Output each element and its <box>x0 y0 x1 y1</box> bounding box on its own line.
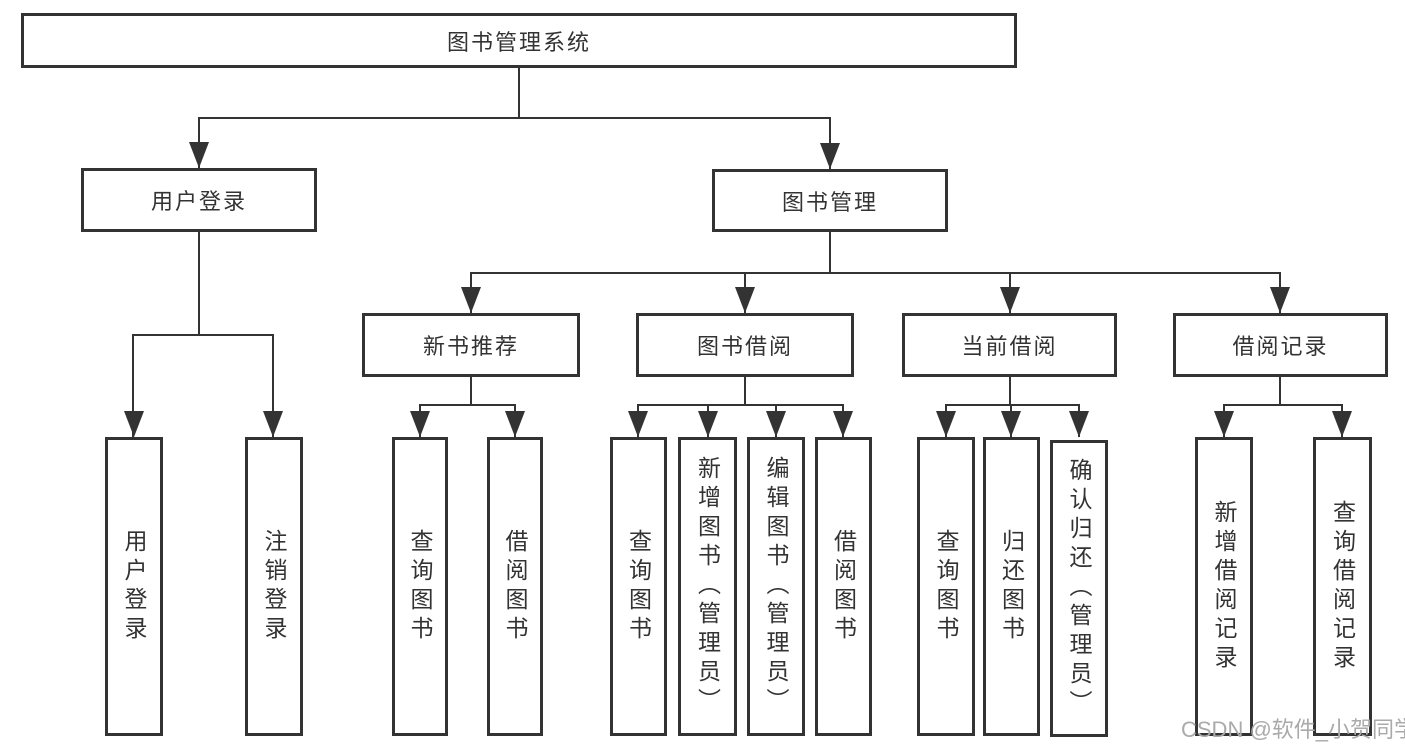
node-label: 编辑图书（管理员） <box>763 456 789 717</box>
arrowhead-d1 <box>936 411 956 437</box>
node-label: 查询图书 <box>407 528 433 645</box>
node-label: 新增图书（管理员） <box>694 456 721 717</box>
arrowhead-new-book <box>461 287 481 313</box>
connector-bookborrow-drop <box>744 377 746 405</box>
node-label: 图书管理 <box>781 189 878 215</box>
arrowhead-user-login <box>189 142 209 168</box>
leaf-confirm-return-admin: 确认归还（管理员） <box>1050 440 1108 737</box>
node-label: 用户登录 <box>150 189 247 214</box>
leaf-query-books-current: 查询图书 <box>917 437 975 736</box>
arrowhead-e1 <box>1214 411 1234 437</box>
arrowhead-leaf-user-login <box>124 411 144 437</box>
arrowhead-book-management <box>820 143 840 169</box>
node-new-book-recommendation: 新书推荐 <box>362 313 580 377</box>
connector-records-drop <box>1279 377 1281 405</box>
arrowhead-b2 <box>505 411 525 437</box>
node-label: 用户登录 <box>121 528 147 645</box>
arrowhead-e2 <box>1332 411 1352 437</box>
connector-newbook-drop <box>470 377 472 405</box>
arrowhead-d2 <box>1001 411 1021 437</box>
node-label: 确认归还（管理员） <box>1066 458 1092 719</box>
leaf-query-borrow-record: 查询借阅记录 <box>1313 437 1372 736</box>
connector-userlogin-drop <box>198 232 200 336</box>
node-label: 当前借阅 <box>961 334 1058 359</box>
leaf-query-books-newbook: 查询图书 <box>392 437 448 736</box>
node-label: 注销登录 <box>261 528 287 645</box>
leaf-add-borrow-record: 新增借阅记录 <box>1195 437 1253 736</box>
node-label: 借阅记录 <box>1232 334 1329 359</box>
connector-userlogin-bar <box>133 334 274 336</box>
leaf-borrow-books-newbook: 借阅图书 <box>487 437 543 736</box>
connector-level2-bar <box>198 117 831 119</box>
node-label: 查询图书 <box>625 528 652 645</box>
arrowhead-book-borrow <box>735 287 755 313</box>
leaf-edit-books-admin: 编辑图书（管理员） <box>747 437 805 736</box>
arrowhead-d3 <box>1069 411 1089 437</box>
leaf-logout: 注销登录 <box>245 437 303 736</box>
node-label: 查询借阅记录 <box>1329 499 1356 674</box>
connector-newbook-bar <box>419 404 516 406</box>
connector-level3-bar <box>470 272 1281 274</box>
node-book-management: 图书管理 <box>712 169 948 232</box>
node-label: 借阅图书 <box>830 528 857 645</box>
leaf-user-login: 用户登录 <box>105 437 163 736</box>
arrowhead-current-borrow <box>1000 287 1020 313</box>
connector-shaft-leaf-user-login <box>132 334 134 437</box>
node-user-login: 用户登录 <box>81 168 317 232</box>
connector-currentborrow-drop <box>1009 377 1011 405</box>
arrowhead-leaf-logout <box>263 411 283 437</box>
leaf-add-books-admin: 新增图书（管理员） <box>678 437 737 736</box>
connector-bookmgmt-drop <box>829 232 831 274</box>
node-book-borrowing: 图书借阅 <box>636 313 854 377</box>
arrowhead-b1 <box>410 411 430 437</box>
node-label: 新书推荐 <box>422 334 519 359</box>
arrowhead-c3 <box>766 411 786 437</box>
node-current-borrowing: 当前借阅 <box>902 313 1117 377</box>
node-label: 图书借阅 <box>696 334 793 359</box>
leaf-borrow-books-borrowing: 借阅图书 <box>815 437 872 736</box>
connector-currentborrow-bar <box>945 404 1080 406</box>
connector-root-drop <box>518 68 520 118</box>
leaf-query-books-borrowing: 查询图书 <box>610 437 667 736</box>
node-label: 新增借阅记录 <box>1211 499 1237 674</box>
node-library-management-system: 图书管理系统 <box>21 13 1017 68</box>
node-borrowing-records: 借阅记录 <box>1173 313 1388 377</box>
arrowhead-c1 <box>628 411 648 437</box>
node-label: 归还图书 <box>998 528 1025 645</box>
arrowhead-c4 <box>833 411 853 437</box>
arrowhead-borrow-records <box>1270 287 1290 313</box>
node-label: 图书管理系统 <box>446 29 591 55</box>
node-label: 查询图书 <box>933 528 959 645</box>
arrowhead-c2 <box>698 411 718 437</box>
csdn-watermark: CSDN @软件_小贺同学 <box>1181 717 1405 742</box>
connector-records-bar <box>1223 404 1343 406</box>
connector-shaft-leaf-logout <box>272 334 274 437</box>
leaf-return-books: 归还图书 <box>983 437 1040 736</box>
node-label: 借阅图书 <box>502 528 528 645</box>
connector-bookborrow-bar <box>637 404 844 406</box>
